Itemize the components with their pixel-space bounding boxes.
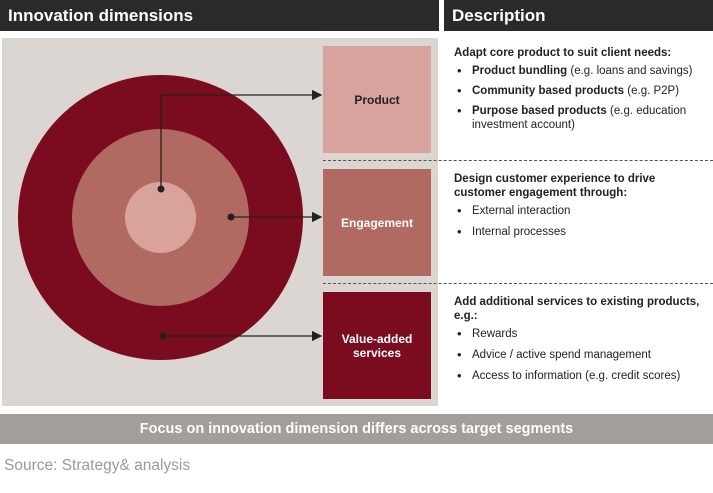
description-header: Description xyxy=(444,0,713,31)
value-added-services-connector xyxy=(159,330,323,342)
product-description-heading: Adapt core product to suit client needs: xyxy=(454,47,672,59)
list-item: External interaction xyxy=(454,204,709,218)
value-added-services-box: Value-added services xyxy=(323,292,431,399)
value-added-services-label: Value-added services xyxy=(341,331,413,360)
product-core-circle xyxy=(125,182,196,253)
list-item: Access to information (e.g. credit score… xyxy=(454,369,709,383)
value-added-services-description: Add additional services to existing prod… xyxy=(454,295,709,390)
footer-banner: Focus on innovation dimension differs ac… xyxy=(0,414,713,444)
product-label: Product xyxy=(354,92,400,107)
list-item: Community based products (e.g. P2P) xyxy=(454,84,709,98)
engagement-label: Engagement xyxy=(340,215,413,230)
list-item: Product bundling (e.g. loans and savings… xyxy=(454,64,709,78)
engagement-description: Design customer experience to drive cust… xyxy=(454,172,709,246)
list-item: Advice / active spend management xyxy=(454,348,709,362)
source-note: Source: Strategy& analysis xyxy=(4,457,191,474)
engagement-connector xyxy=(227,211,323,223)
list-item: Internal processes xyxy=(454,225,709,239)
engagement-description-heading: Design customer experience to drive cust… xyxy=(454,173,656,199)
product-connector xyxy=(157,89,323,193)
innovation-dimensions-header: Innovation dimensions xyxy=(0,0,439,31)
separator-dashed-2 xyxy=(323,283,713,284)
product-box: Product xyxy=(323,46,431,153)
list-item: Rewards xyxy=(454,327,709,341)
engagement-box: Engagement xyxy=(323,169,431,276)
list-item: Purpose based products (e.g. education i… xyxy=(454,104,709,132)
separator-dashed-1 xyxy=(323,160,713,161)
value-added-services-description-heading: Add additional services to existing prod… xyxy=(454,296,700,322)
product-description: Adapt core product to suit client needs:… xyxy=(454,46,709,138)
